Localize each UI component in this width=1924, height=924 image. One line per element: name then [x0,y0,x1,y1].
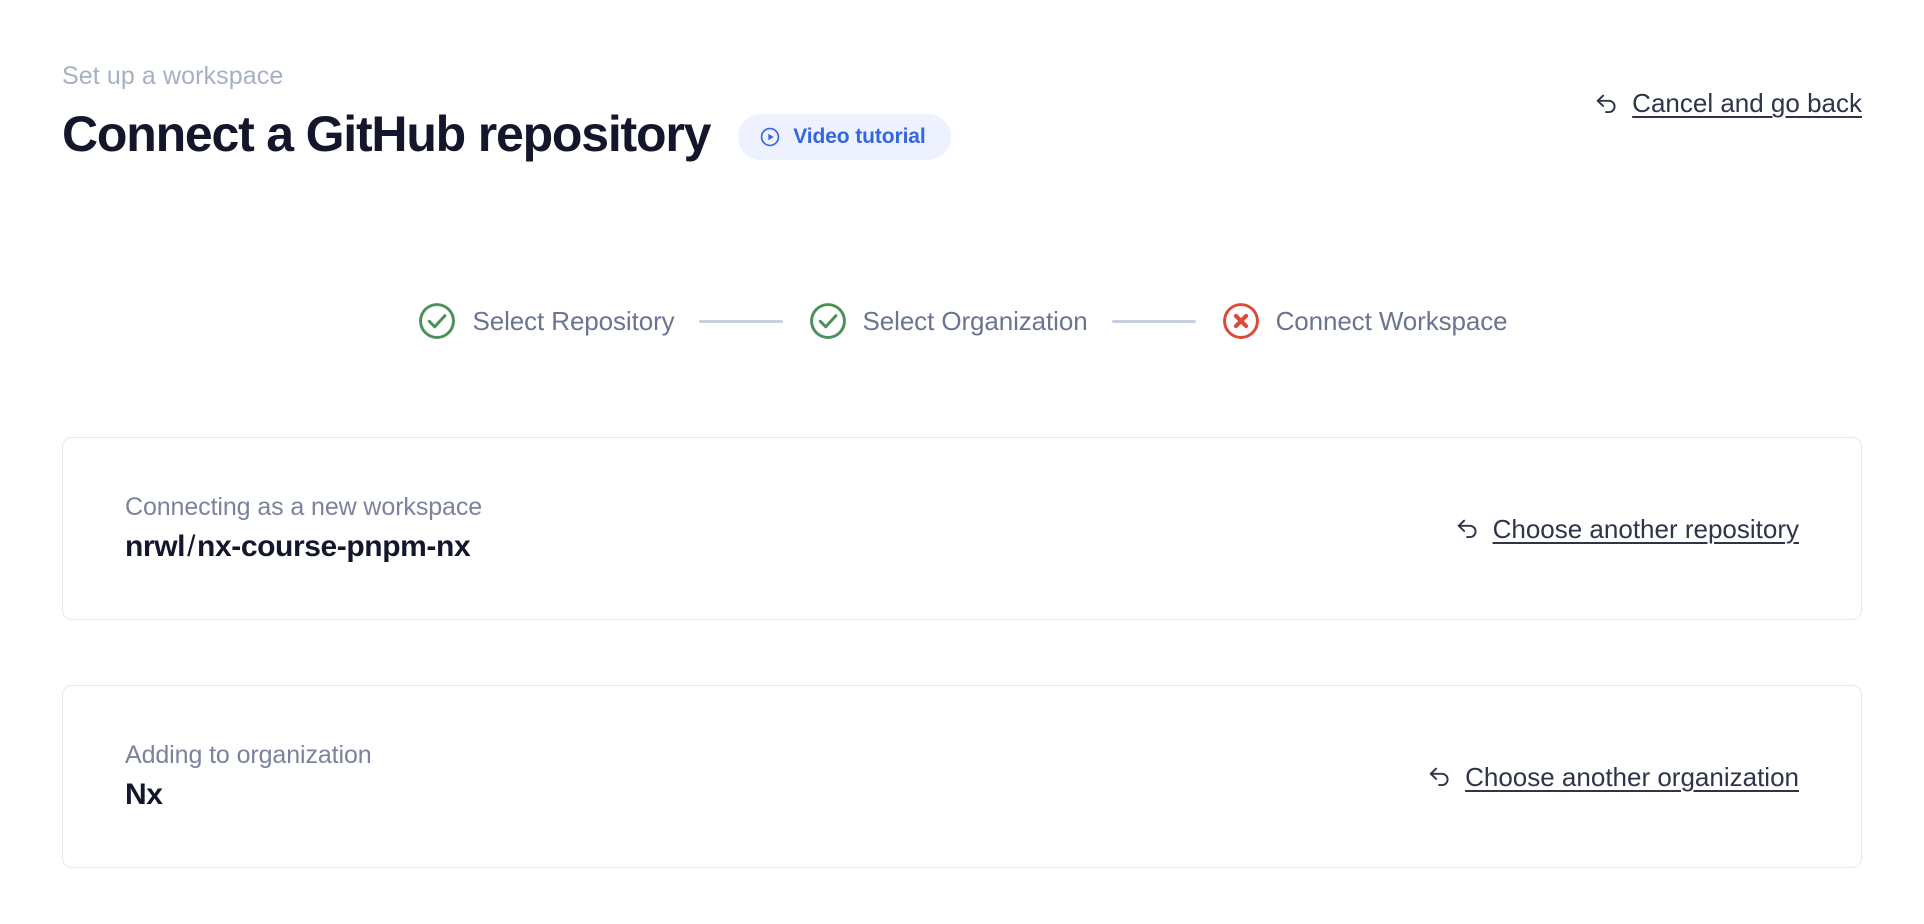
x-circle-icon [1220,300,1262,342]
organization-card-caption: Adding to organization [125,741,372,769]
step-select-organization[interactable]: Select Organization [807,300,1088,342]
play-circle-icon [759,126,781,148]
page-title: Connect a GitHub repository [62,106,711,162]
cancel-and-go-back-label: Cancel and go back [1632,88,1862,118]
choose-another-repository-link[interactable]: Choose another repository [1454,513,1799,545]
organization-card: Adding to organization Nx Choose another… [62,685,1862,868]
stepper-connector-2 [1111,319,1196,323]
choose-another-organization-link[interactable]: Choose another organization [1426,761,1799,793]
repository-owner: nrwl [125,530,186,563]
video-tutorial-button[interactable]: Video tutorial [738,114,951,160]
organization-card-info: Adding to organization Nx [125,740,372,813]
repository-card-value: nrwl/nx-course-pnpm-nx [125,529,482,565]
undo-arrow-icon [1426,763,1453,790]
repository-separator: / [187,530,196,563]
choose-another-organization-label: Choose another organization [1465,761,1799,792]
step-select-organization-label: Select Organization [862,306,1088,336]
cancel-and-go-back-link[interactable]: Cancel and go back [1593,87,1862,119]
choose-another-repository-label: Choose another repository [1492,513,1799,544]
title-row: Connect a GitHub repository Video tutori… [62,104,1862,164]
check-circle-icon [807,300,849,342]
page-header: Set up a workspace Connect a GitHub repo… [62,60,1862,164]
step-select-repository-label: Select Repository [472,306,675,336]
step-connect-workspace-label: Connect Workspace [1275,306,1508,336]
video-tutorial-label: Video tutorial [793,125,926,148]
repository-card-caption: Connecting as a new workspace [125,493,483,521]
repository-card: Connecting as a new workspace nrwl/nx-co… [62,437,1862,620]
repository-card-info: Connecting as a new workspace nrwl/nx-co… [125,492,482,565]
page-eyebrow: Set up a workspace [62,62,284,90]
step-connect-workspace[interactable]: Connect Workspace [1220,300,1508,342]
stepper-connector-1 [698,319,783,323]
progress-stepper: Select Repository Select Organization Co… [0,300,1924,342]
step-select-repository[interactable]: Select Repository [416,300,675,342]
repository-name: nx-course-pnpm-nx [197,530,471,563]
check-circle-icon [416,300,458,342]
organization-card-value: Nx [125,778,163,811]
undo-arrow-icon [1593,90,1620,117]
undo-arrow-icon [1454,515,1481,542]
